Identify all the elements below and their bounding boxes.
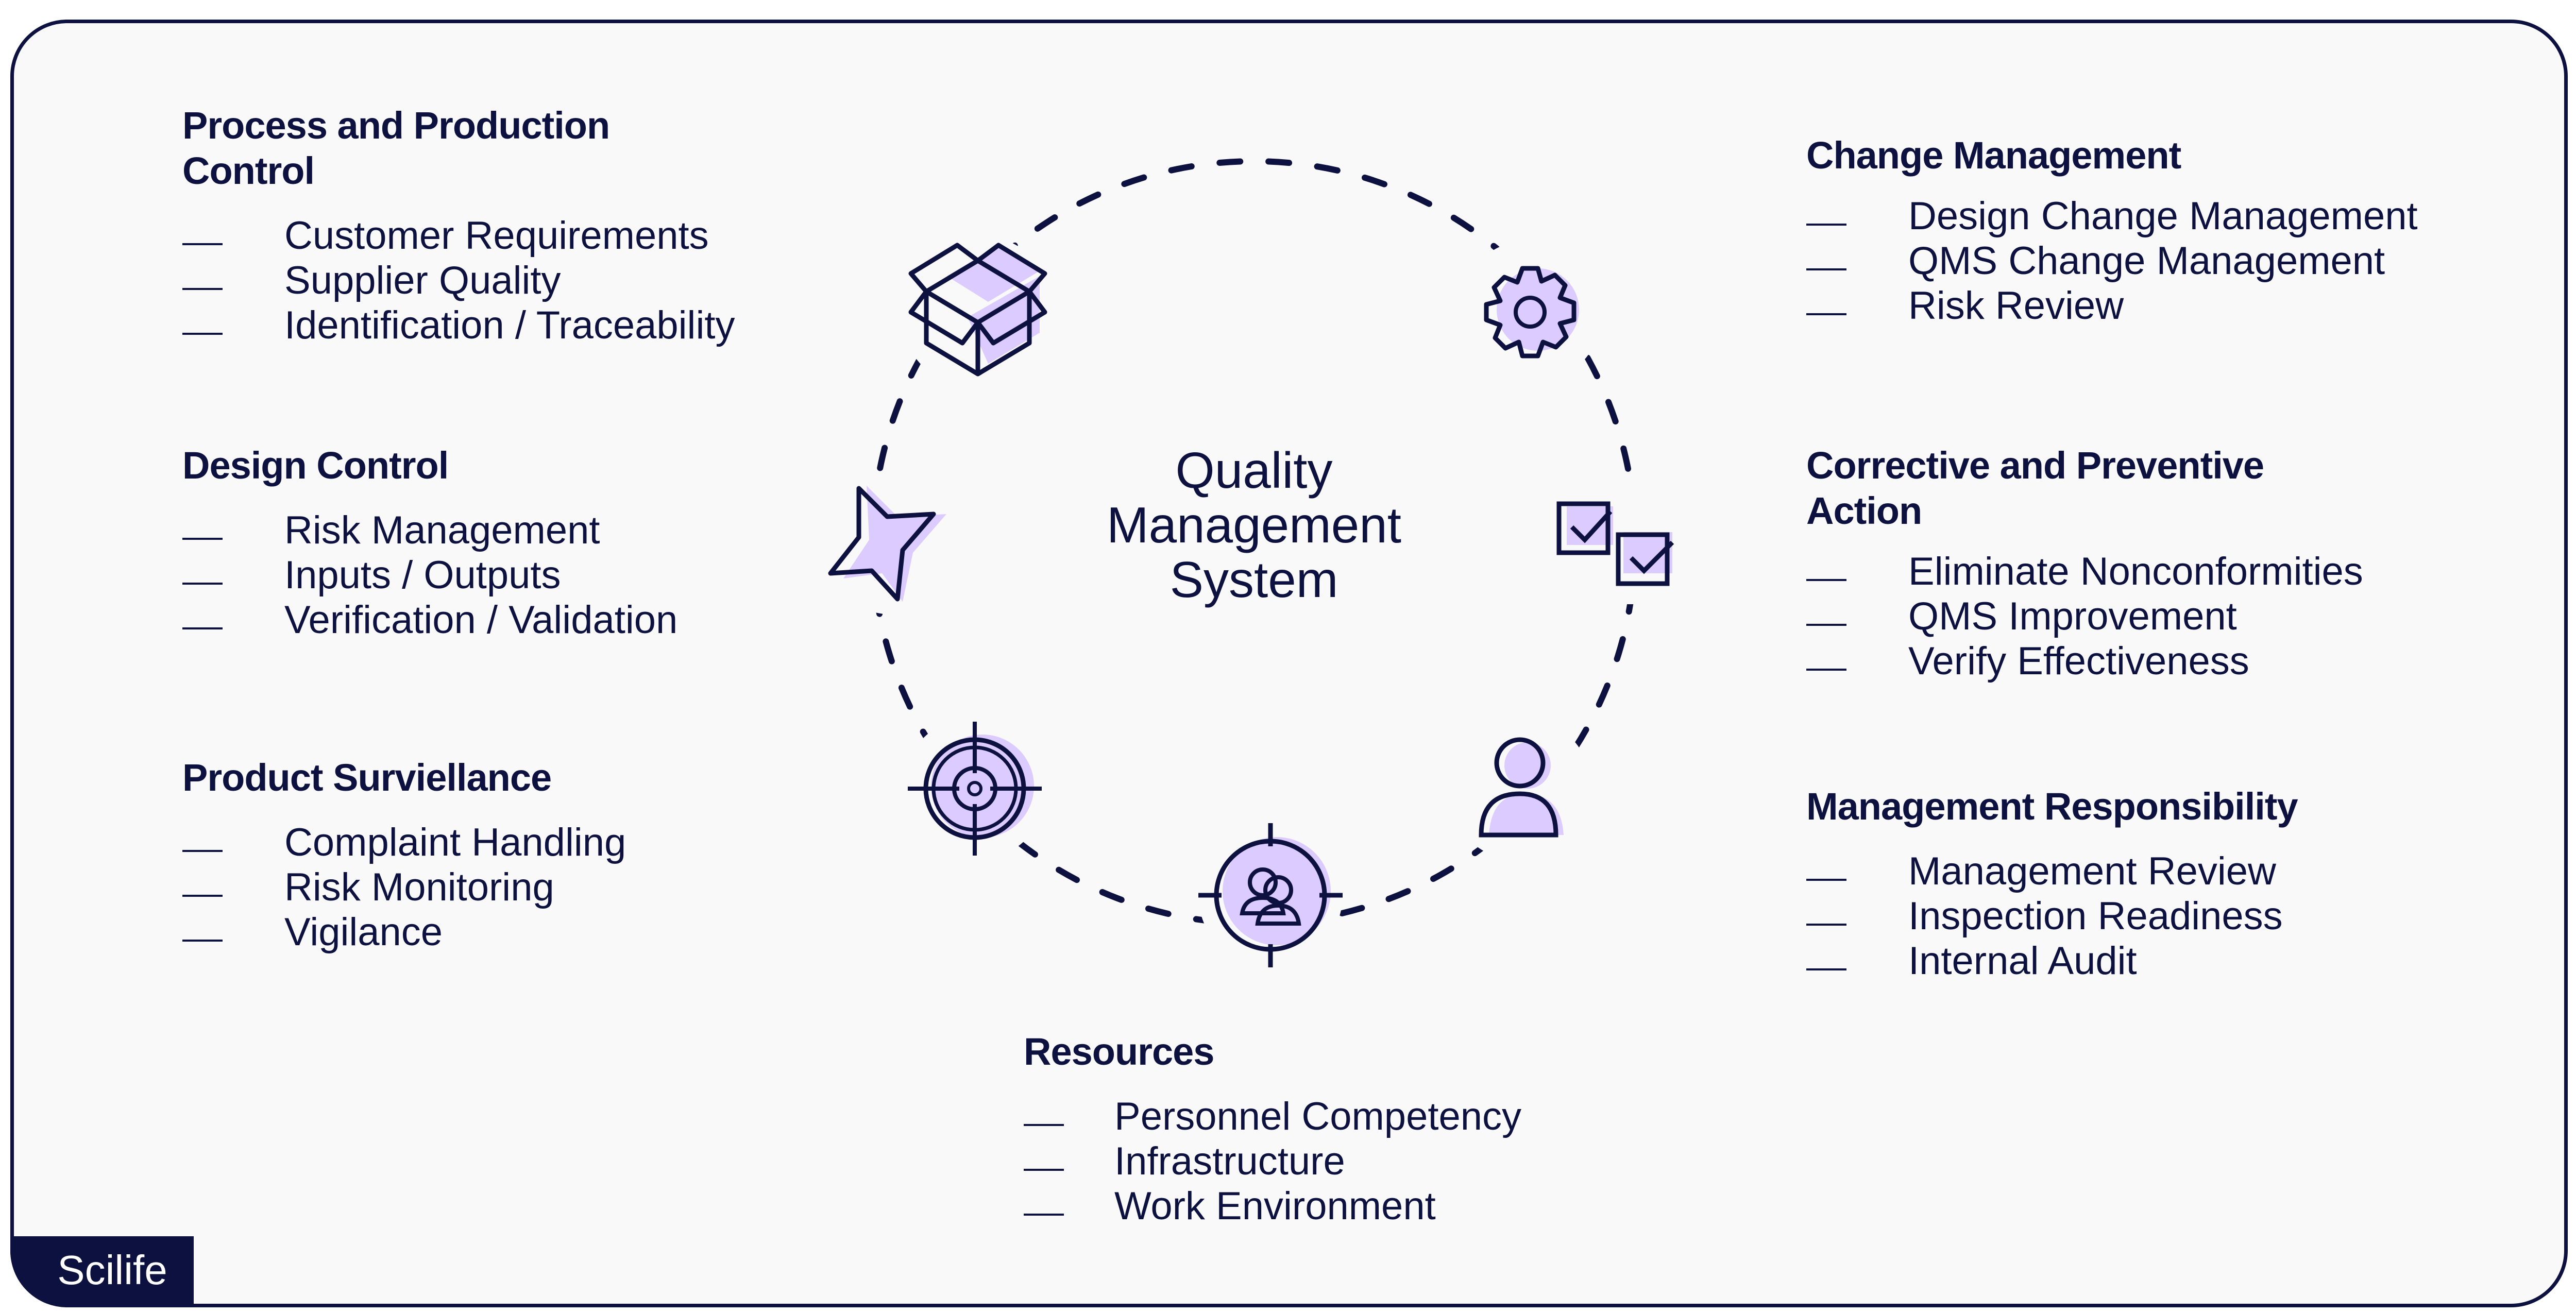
- section-management: Management Responsibility Management Rev…: [1806, 784, 2298, 983]
- list-item: Infrastructure: [1024, 1139, 1521, 1184]
- section-title: Corrective and Preventive Action: [1806, 444, 2264, 532]
- section-process: Process and Production Control Customer …: [182, 103, 735, 348]
- list-item: Management Review: [1806, 849, 2298, 894]
- section-title: Process and Production Control: [182, 104, 610, 192]
- list-item: QMS Change Management: [1806, 238, 2418, 283]
- list-item: Internal Audit: [1806, 939, 2298, 983]
- center-title: Quality Management System: [1048, 443, 1460, 607]
- star-icon: [820, 470, 964, 615]
- list-item: Verification / Validation: [182, 598, 677, 642]
- list-item: Inputs / Outputs: [182, 553, 677, 598]
- scilife-logo: Scilife: [10, 1236, 194, 1304]
- list-item: Risk Monitoring: [182, 865, 626, 910]
- list-item: Vigilance: [182, 910, 626, 954]
- section-title: Design Control: [182, 444, 449, 487]
- list-item: Risk Review: [1806, 283, 2418, 328]
- section-title: Resources: [1024, 1030, 1214, 1073]
- section-resources: Resources Personnel Competency Infrastru…: [1024, 1029, 1521, 1229]
- title-line: Quality: [1175, 442, 1333, 499]
- section-capa: Corrective and Preventive Action Elimina…: [1806, 443, 2373, 684]
- checkboxes-icon: [1544, 486, 1708, 604]
- person-icon: [1448, 717, 1592, 861]
- list-item: Identification / Traceability: [182, 303, 735, 348]
- list-item: Verify Effectiveness: [1806, 639, 2373, 684]
- list-item: Eliminate Nonconformities: [1806, 549, 2373, 594]
- list-item: Design Change Management: [1806, 194, 2418, 238]
- box-icon: [901, 235, 1055, 389]
- list-item: Complaint Handling: [182, 820, 626, 865]
- list-item: Work Environment: [1024, 1184, 1521, 1229]
- list-item: Risk Management: [182, 508, 677, 553]
- section-design: Design Control Risk Management Inputs / …: [182, 443, 677, 642]
- section-title: Change Management: [1806, 134, 2181, 177]
- team-target-icon: [1198, 823, 1343, 967]
- section-surveillance: Product Surviellance Complaint Handling …: [182, 755, 626, 954]
- list-item: Inspection Readiness: [1806, 894, 2298, 939]
- title-line: System: [1170, 551, 1338, 608]
- list-item: Supplier Quality: [182, 258, 698, 303]
- section-title: Product Surviellance: [182, 756, 552, 799]
- title-line: Management: [1106, 497, 1402, 553]
- list-item: QMS Improvement: [1806, 594, 2373, 639]
- section-change: Change Management Design Change Manageme…: [1806, 133, 2418, 328]
- target-icon: [903, 717, 1047, 861]
- diagram-card: [10, 20, 2568, 1307]
- gear-icon: [1458, 240, 1602, 384]
- list-item: Customer Requirements: [182, 213, 709, 258]
- section-title: Management Responsibility: [1806, 785, 2298, 828]
- list-item: Personnel Competency: [1024, 1094, 1521, 1139]
